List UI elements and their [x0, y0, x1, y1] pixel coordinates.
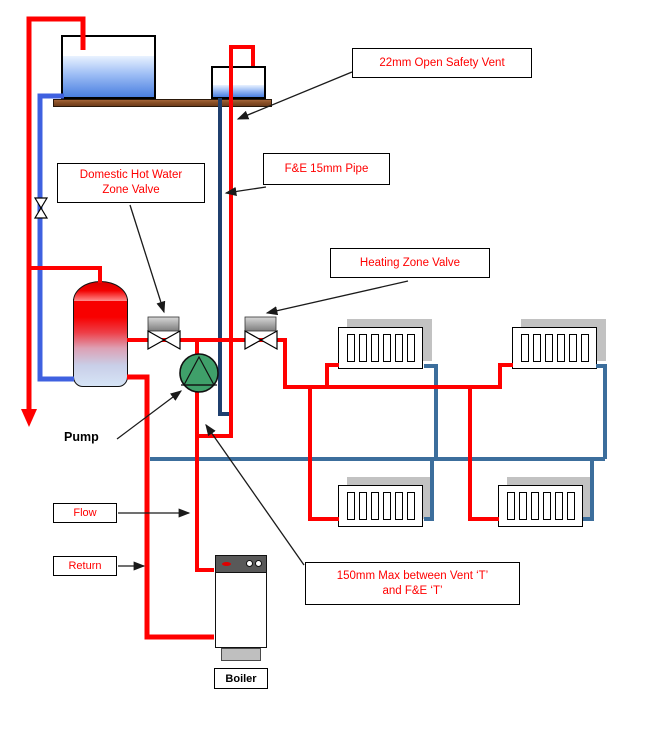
radiator-slot: [520, 334, 529, 362]
label-text: Flow: [73, 506, 97, 519]
boiler: [215, 555, 267, 648]
boiler-dial-icon: [255, 560, 262, 567]
heating-zone-valve-icon: [244, 329, 278, 351]
vent-pipe-arrowhead: [21, 409, 37, 427]
pipe-rad-branch: [325, 363, 339, 387]
radiator-slot: [358, 492, 367, 520]
radiator-slot: [566, 492, 575, 520]
arrow-fe-pipe: [224, 186, 267, 196]
pipe-hot: [26, 16, 513, 640]
pipe-boiler-return: [127, 374, 214, 640]
radiator-bottom-right: [498, 485, 583, 527]
boiler-dial-icon: [246, 560, 253, 567]
radiator-slot: [544, 334, 553, 362]
arrow-max-distance: [205, 423, 305, 566]
boiler-base: [221, 648, 261, 661]
hot-water-cylinder: [73, 299, 128, 387]
radiator-slot: [394, 334, 403, 362]
radiator-slot: [346, 334, 355, 362]
radiator-slot: [406, 492, 415, 520]
pipe-heating-return: [150, 364, 607, 521]
radiator-slot: [506, 492, 515, 520]
label-text: Boiler: [225, 672, 257, 685]
radiator-slot: [370, 334, 379, 362]
fe-tank-water: [213, 85, 264, 97]
radiator-slot: [370, 492, 379, 520]
label-max-distance: 150mm Max between Vent ‘T’ and F&E ‘T’: [305, 562, 520, 605]
radiator-top-right: [512, 327, 597, 369]
arrow-open-safety-vent: [236, 71, 353, 120]
heating-zone-valve-actuator: [244, 316, 277, 332]
tank-shelf: [53, 99, 272, 107]
boiler-control-panel: [216, 556, 266, 573]
radiator-slot: [394, 492, 403, 520]
label-boiler: Boiler: [214, 668, 268, 689]
label-return: Return: [53, 556, 117, 576]
label-pump: Pump: [64, 430, 99, 444]
radiator-slot: [554, 492, 563, 520]
pipe-rad-branch: [468, 387, 499, 521]
radiator-slot: [406, 334, 415, 362]
arrow-dhw-zone-valve: [129, 204, 166, 314]
pipe-open-vent: [26, 16, 86, 411]
label-text: Heating Zone Valve: [359, 256, 461, 269]
radiator-top-left: [338, 327, 423, 369]
radiator-slot: [382, 492, 391, 520]
pipe-fe-vent-riser: [197, 45, 255, 438]
cistern-water: [63, 56, 154, 97]
radiator-slot: [530, 492, 539, 520]
label-text: Domestic Hot Water: [79, 169, 183, 182]
dhw-zone-valve-actuator: [147, 316, 180, 332]
arrow-heating-zone-valve: [265, 280, 409, 316]
pipe-cold-feed: [37, 93, 74, 382]
pipe-rad-branch: [308, 387, 339, 521]
label-text: F&E 15mm Pipe: [284, 162, 369, 175]
label-text: Return: [68, 559, 102, 572]
radiator-slot: [532, 334, 541, 362]
radiator-slot: [542, 492, 551, 520]
radiator-slot: [382, 334, 391, 362]
pipe-cylinder-vent: [28, 266, 102, 283]
label-text: and F&E ‘T’: [382, 584, 443, 597]
label-text: Zone Valve: [102, 184, 160, 196]
boiler-led-icon: [222, 562, 231, 566]
cold-water-cistern: [61, 35, 156, 99]
pipe-fe-feed: [218, 98, 231, 416]
radiator-slot: [358, 334, 367, 362]
gate-valve-icon: [33, 197, 49, 219]
radiator-slot: [518, 492, 527, 520]
pipe-flow-riser: [195, 340, 214, 572]
arrow-pump: [116, 390, 183, 440]
feed-expansion-tank: [211, 66, 266, 99]
label-fe-pipe: F&E 15mm Pipe: [263, 153, 390, 185]
radiator-slot: [556, 334, 565, 362]
label-open-safety-vent: 22mm Open Safety Vent: [352, 48, 532, 78]
radiator-bottom-left: [338, 485, 423, 527]
label-heating-zone-valve: Heating Zone Valve: [330, 248, 490, 278]
pump-icon: [179, 353, 219, 393]
radiator-slot: [346, 492, 355, 520]
label-text: Pump: [64, 430, 99, 444]
label-flow: Flow: [53, 503, 117, 523]
radiator-slot: [580, 334, 589, 362]
label-text: 150mm Max between Vent ‘T’: [336, 569, 489, 582]
label-dhw-zone-valve: Domestic Hot Water Zone Valve: [57, 163, 205, 203]
label-text: 22mm Open Safety Vent: [379, 56, 505, 69]
dhw-zone-valve-icon: [147, 329, 181, 351]
radiator-slot: [568, 334, 577, 362]
